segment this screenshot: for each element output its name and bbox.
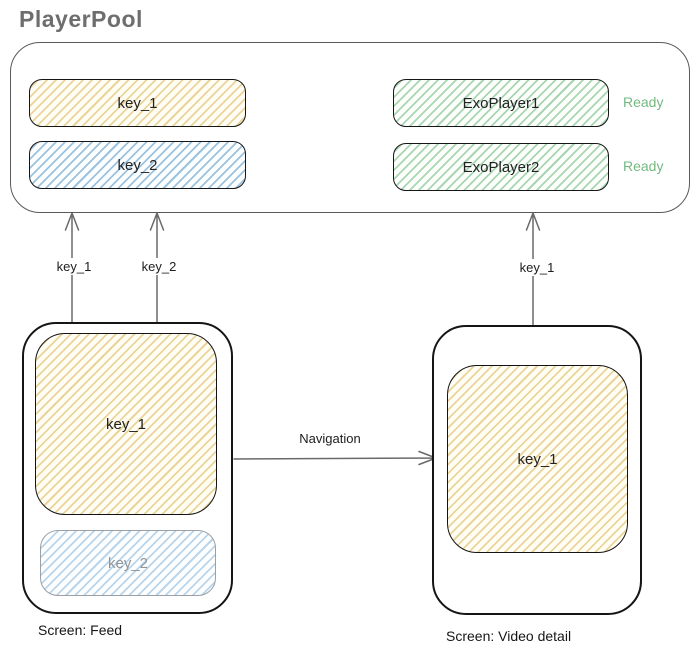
exoplayer2-status: Ready xyxy=(623,158,664,174)
pool-title: PlayerPool xyxy=(19,6,143,32)
arrow-navigation xyxy=(233,450,437,466)
feed-key-1-label: key_1 xyxy=(105,415,147,433)
screen-feed-phone: key_1 key_2 xyxy=(22,322,233,614)
arrow-label-feed-key1: key_1 xyxy=(46,258,102,275)
arrow-label-feed-key2: key_2 xyxy=(131,258,187,275)
feed-key-2-surface: key_2 xyxy=(40,530,216,596)
pool-key-2-label: key_2 xyxy=(117,156,158,174)
arrow-label-navigation: Navigation xyxy=(284,430,376,447)
exoplayer2-label: ExoPlayer2 xyxy=(462,158,540,176)
arrow-label-detail-key1: key_1 xyxy=(509,259,565,276)
pool-key-1-label: key_1 xyxy=(117,94,158,112)
screen-video-detail-phone: key_1 xyxy=(432,325,642,615)
pool-key-2-box: key_2 xyxy=(29,141,246,189)
exoplayer1-label: ExoPlayer1 xyxy=(462,94,540,112)
feed-key-2-label: key_2 xyxy=(107,554,149,572)
pool-key-1-box: key_1 xyxy=(29,79,246,127)
exoplayer1-status: Ready xyxy=(623,94,664,110)
screen-video-detail-caption: Screen: Video detail xyxy=(446,628,572,644)
screen-feed-caption: Screen: Feed xyxy=(38,622,123,638)
feed-key-1-surface: key_1 xyxy=(35,333,217,515)
exoplayer2-box: ExoPlayer2 xyxy=(393,143,609,191)
player-pool-container: key_1 key_2 ExoPlayer1 ExoPlayer2 Ready … xyxy=(10,42,690,213)
exoplayer1-box: ExoPlayer1 xyxy=(393,79,609,127)
detail-key-1-surface: key_1 xyxy=(447,365,628,553)
detail-key-1-label: key_1 xyxy=(517,450,558,468)
